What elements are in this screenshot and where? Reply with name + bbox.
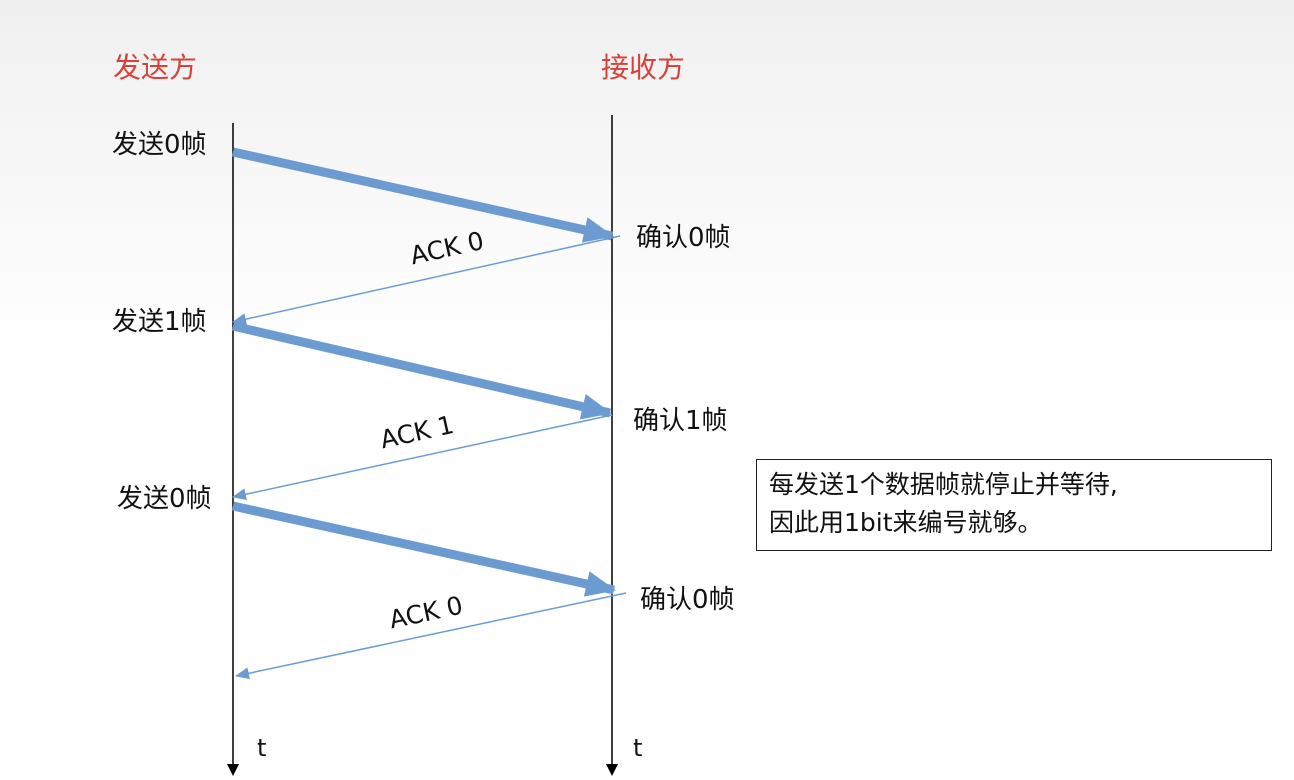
note-box: 每发送1个数据帧就停止并等待, 因此用1bit来编号就够。 bbox=[756, 459, 1272, 551]
receiver-event-label: 确认0帧 bbox=[636, 223, 731, 253]
receiver-event-label: 确认1帧 bbox=[633, 406, 728, 436]
sender-event-label: 发送0帧 bbox=[112, 130, 207, 160]
frame-arrow-1 bbox=[231, 321, 612, 420]
sender-timeline-arrowhead bbox=[227, 764, 239, 776]
note-line: 每发送1个数据帧就停止并等待, bbox=[769, 470, 1118, 499]
sender-time-label: t bbox=[257, 734, 267, 762]
frame-arrow-2 bbox=[232, 501, 616, 597]
receiver-timeline-arrowhead bbox=[606, 764, 618, 776]
sender-event-label: 发送0帧 bbox=[117, 484, 212, 514]
ack-arrow-2 bbox=[235, 592, 627, 680]
note-line: 因此用1bit来编号就够。 bbox=[769, 508, 1043, 537]
ack-arrow-1 bbox=[232, 414, 613, 501]
receiver-label: 接收方 bbox=[601, 51, 686, 84]
ack-arrow-0 bbox=[232, 235, 621, 326]
sender-event-label: 发送1帧 bbox=[112, 307, 207, 337]
sender-label: 发送方 bbox=[113, 51, 198, 84]
receiver-event-label: 确认0帧 bbox=[640, 585, 735, 615]
receiver-time-label: t bbox=[633, 734, 643, 762]
frame-arrow-0 bbox=[232, 147, 614, 243]
